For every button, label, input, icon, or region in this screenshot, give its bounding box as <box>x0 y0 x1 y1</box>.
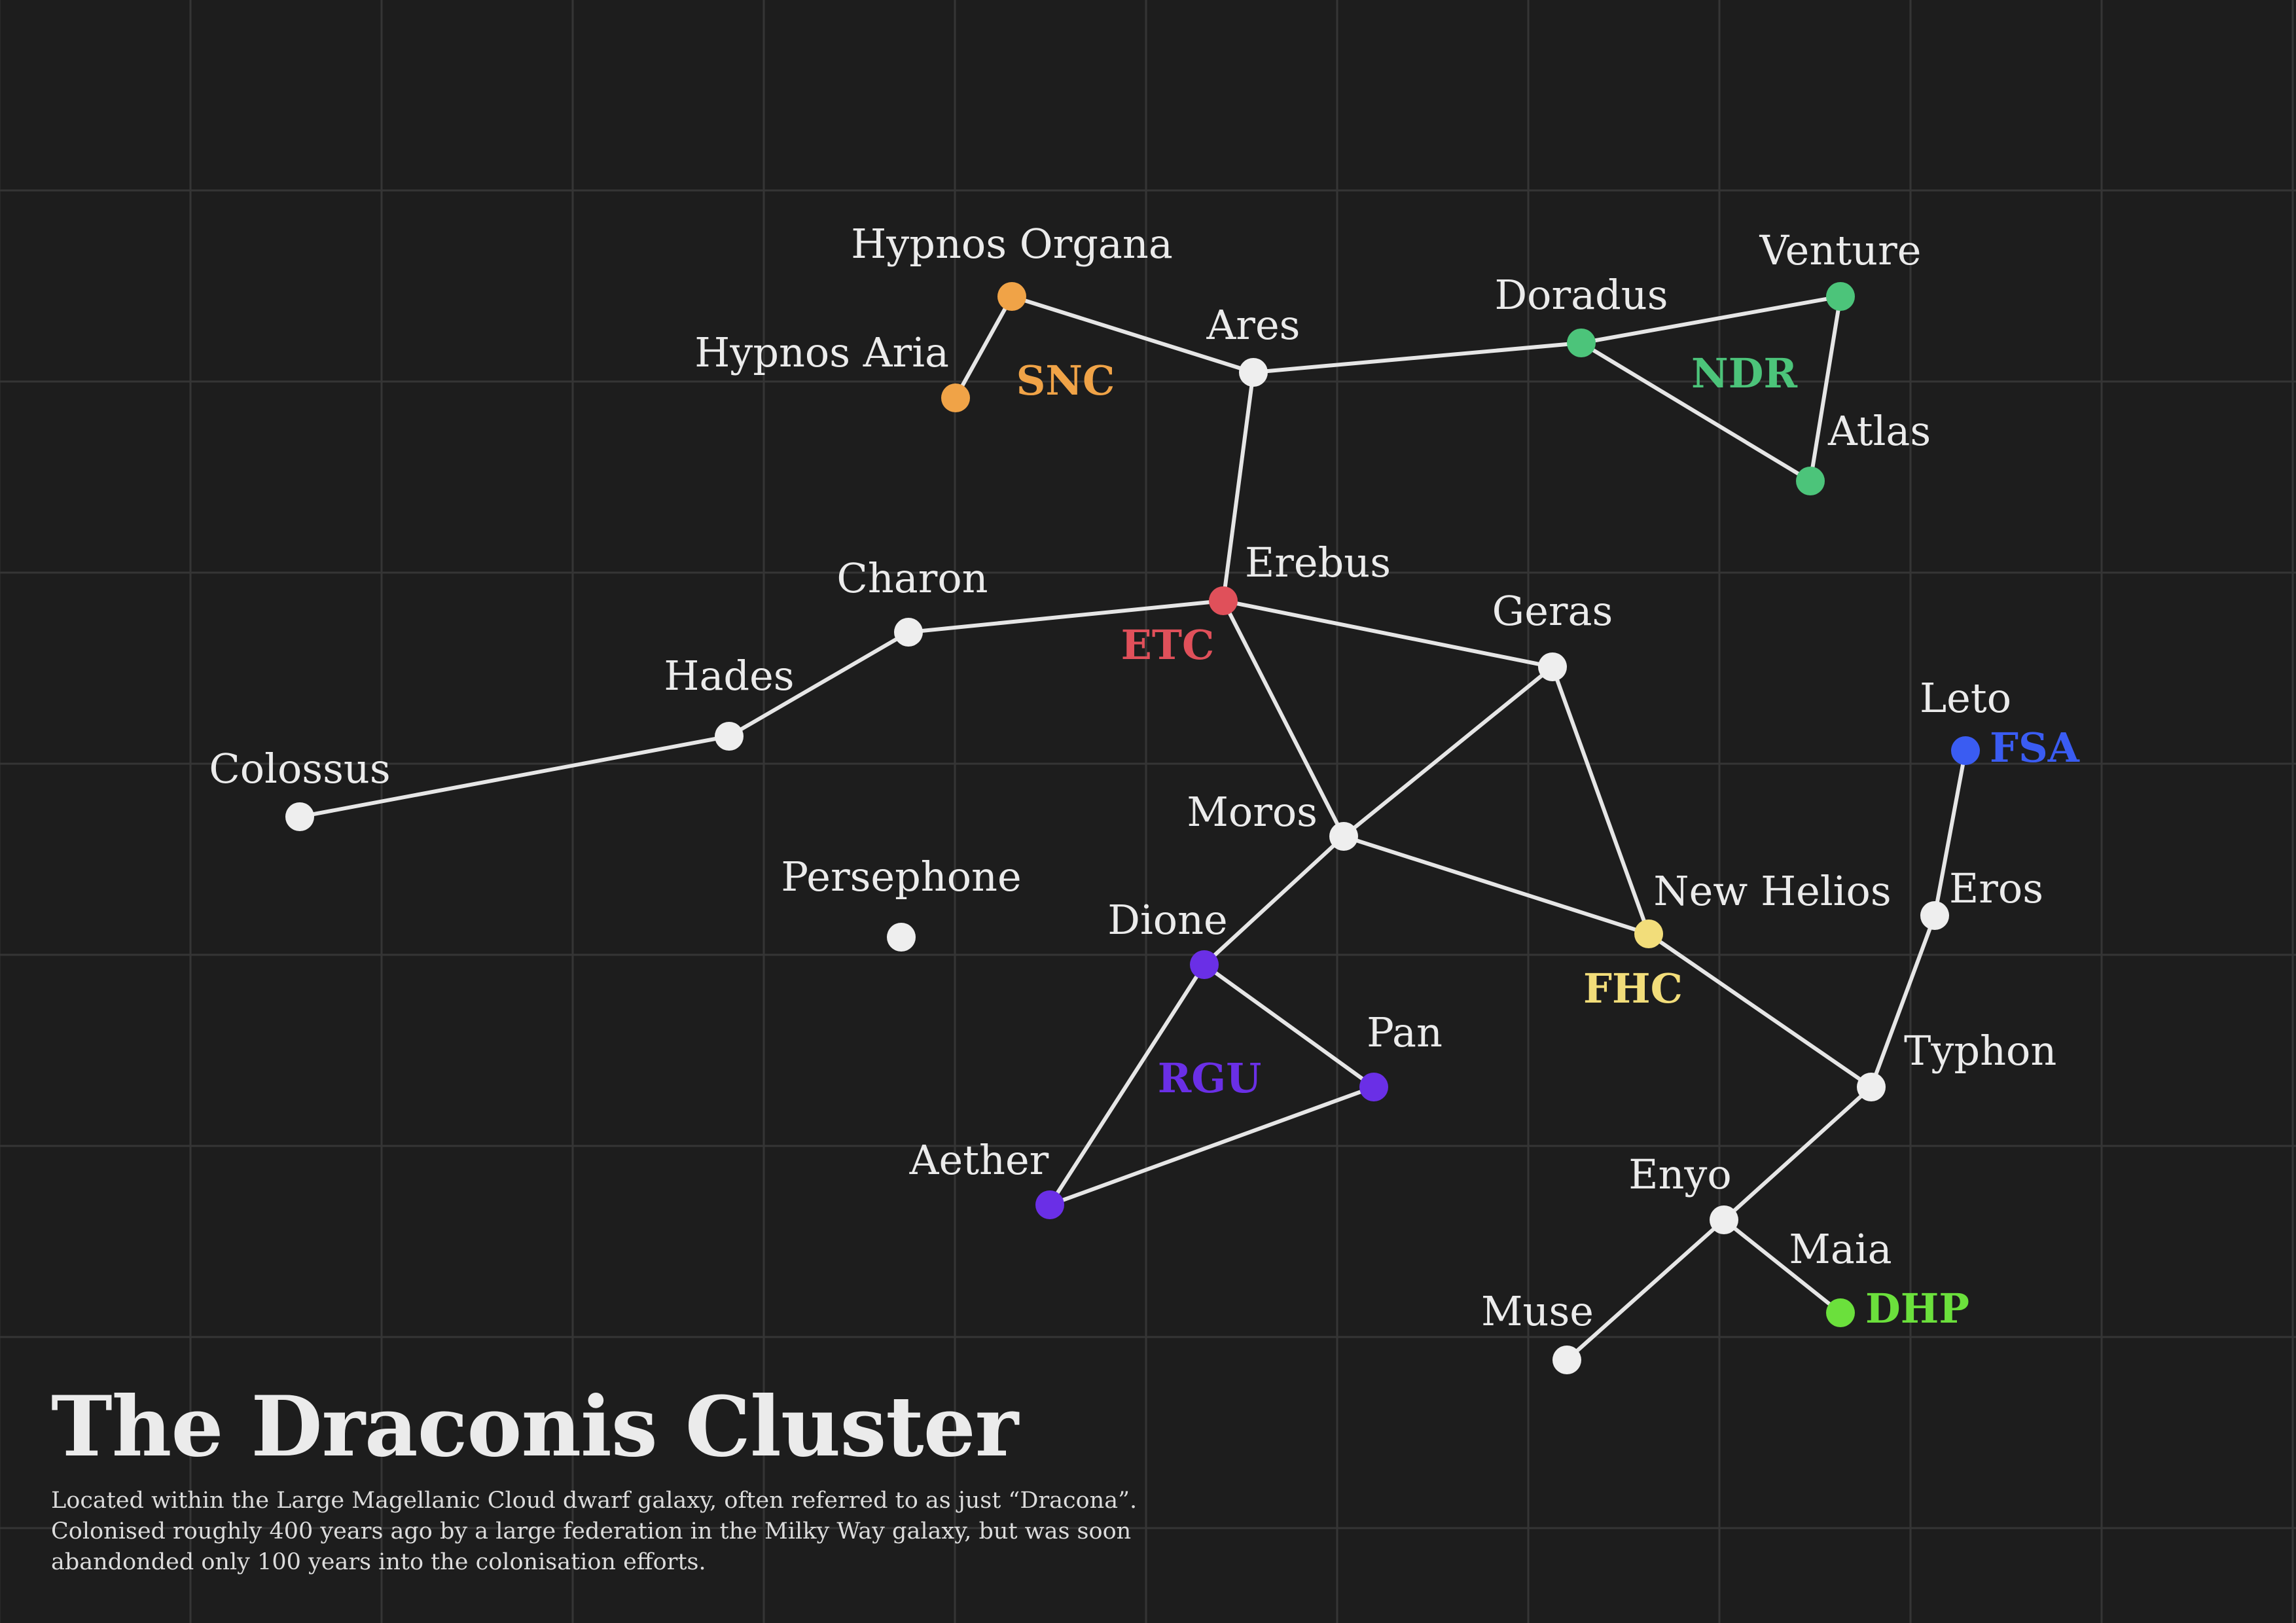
system-label-atlas: Atlas <box>1827 407 1931 455</box>
system-label-charon: Charon <box>836 554 988 602</box>
route-erebus-moros <box>1221 599 1346 838</box>
route-geras-moros <box>1342 665 1554 838</box>
route-leto-eros <box>1933 750 1967 916</box>
system-label-enyo: Enyo <box>1628 1150 1732 1198</box>
system-node-atlas[interactable] <box>1796 467 1825 495</box>
info-panel: The Draconis Cluster Located within the … <box>51 1378 1229 1578</box>
system-label-muse: Muse <box>1481 1287 1594 1335</box>
system-node-colossus[interactable] <box>285 802 314 831</box>
map-description: Located within the Large Magellanic Clou… <box>51 1488 1138 1576</box>
faction-label-snc: SNC <box>1016 357 1115 404</box>
system-label-pan: Pan <box>1367 1008 1443 1056</box>
route-ares-doradus <box>1253 341 1582 374</box>
system-label-new-helios: New Helios <box>1653 867 1891 915</box>
system-label-doradus: Doradus <box>1494 271 1668 319</box>
system-label-ares: Ares <box>1206 301 1300 349</box>
system-node-muse[interactable] <box>1552 1346 1581 1374</box>
system-label-geras: Geras <box>1492 587 1613 635</box>
faction-labels: SNC NDR ETC FSA FHC RGU DHP <box>1016 349 2080 1332</box>
route-erebus-charon <box>908 599 1224 634</box>
route-ares-erebus <box>1221 372 1255 601</box>
system-label-eros: Eros <box>1949 865 2043 912</box>
system-label-maia: Maia <box>1789 1225 1892 1273</box>
system-node-moros[interactable] <box>1329 822 1358 851</box>
route-hades-colossus <box>299 734 730 819</box>
route-moros-dione <box>1202 834 1346 967</box>
route-venture-atlas <box>1808 296 1842 482</box>
route-erebus-geras <box>1223 599 1553 669</box>
system-node-doradus[interactable] <box>1567 329 1596 357</box>
system-label-hypnos-aria: Hypnos Aria <box>694 329 949 376</box>
system-node-pan[interactable] <box>1359 1073 1388 1101</box>
system-node-enyo[interactable] <box>1710 1205 1738 1234</box>
system-label-erebus: Erebus <box>1245 539 1391 586</box>
faction-label-ndr: NDR <box>1691 349 1797 397</box>
system-node-new-helios[interactable] <box>1634 919 1663 948</box>
system-node-ares[interactable] <box>1239 358 1268 387</box>
system-node-erebus[interactable] <box>1209 586 1238 615</box>
faction-label-etc: ETC <box>1121 621 1215 669</box>
system-label-moros: Moros <box>1187 788 1318 836</box>
system-label-hades: Hades <box>664 652 794 700</box>
map-title: The Draconis Cluster <box>51 1378 1018 1475</box>
system-node-geras[interactable] <box>1538 652 1567 681</box>
route-dione-pan <box>1203 963 1375 1089</box>
system-node-persephone[interactable] <box>887 923 916 952</box>
system-node-hypnos-aria[interactable] <box>941 383 970 412</box>
route-moros-new-helios <box>1343 834 1649 936</box>
system-label-colossus: Colossus <box>209 745 390 793</box>
system-label-persephone: Persephone <box>781 853 1021 901</box>
star-systems <box>285 282 1980 1374</box>
system-label-typhon: Typhon <box>1904 1027 2056 1075</box>
route-charon-hades <box>728 630 910 738</box>
system-node-dione[interactable] <box>1190 950 1219 979</box>
system-node-charon[interactable] <box>894 618 923 647</box>
system-node-aether[interactable] <box>1035 1190 1064 1219</box>
faction-label-dhp: DHP <box>1865 1285 1969 1332</box>
route-hypnos-aria-hypnos-organa <box>954 295 1014 399</box>
system-label-aether: Aether <box>909 1136 1049 1184</box>
route-eros-typhon <box>1869 914 1937 1088</box>
route-new-helios-typhon <box>1647 932 1873 1089</box>
route-edges <box>299 294 1967 1362</box>
system-label-venture: Venture <box>1759 226 1922 274</box>
route-enyo-muse <box>1566 1218 1725 1362</box>
route-enyo-maia <box>1723 1218 1842 1315</box>
route-aether-pan <box>1049 1085 1375 1207</box>
system-label-leto: Leto <box>1920 674 2011 722</box>
system-node-hades[interactable] <box>715 722 744 751</box>
route-dione-aether <box>1048 963 1206 1206</box>
system-node-maia[interactable] <box>1826 1298 1855 1327</box>
system-node-typhon[interactable] <box>1857 1073 1886 1101</box>
route-doradus-venture <box>1581 294 1841 345</box>
system-node-venture[interactable] <box>1826 282 1855 311</box>
route-hypnos-organa-ares <box>1011 294 1254 374</box>
system-node-leto[interactable] <box>1951 736 1980 765</box>
faction-label-fsa: FSA <box>1990 724 2080 772</box>
system-node-hypnos-organa[interactable] <box>997 282 1026 311</box>
route-doradus-atlas <box>1580 341 1812 483</box>
route-typhon-enyo <box>1722 1085 1873 1222</box>
system-label-dione: Dione <box>1107 896 1228 944</box>
route-geras-new-helios <box>1551 666 1651 935</box>
faction-label-fhc: FHC <box>1583 965 1683 1012</box>
system-label-hypnos-organa: Hypnos Organa <box>851 220 1173 268</box>
system-node-eros[interactable] <box>1920 901 1949 930</box>
faction-label-rgu: RGU <box>1158 1054 1262 1102</box>
